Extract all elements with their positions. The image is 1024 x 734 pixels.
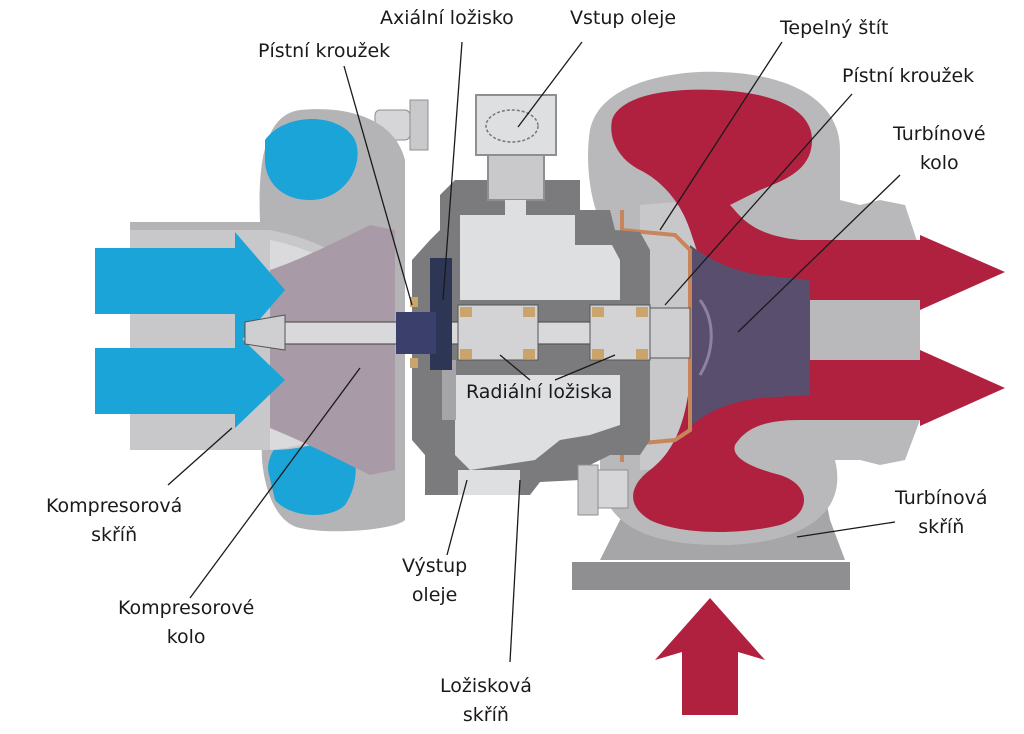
label-oil-outlet-line1: Výstup (402, 555, 468, 577)
label-compressor-wheel: Kompresorové kolo (118, 594, 254, 652)
label-compressor-housing-line2: skříň (91, 524, 138, 546)
label-piston-ring-left: Pístní kroužek (258, 40, 391, 62)
label-piston-ring-right: Pístní kroužek (842, 65, 975, 87)
label-compressor-wheel-line1: Kompresorové (118, 597, 255, 619)
label-turbine-wheel: Turbínové kolo (893, 120, 986, 178)
label-oil-outlet: Výstup oleje (402, 552, 467, 610)
label-bearing-housing-line2: skříň (462, 704, 509, 726)
label-turbine-housing-line1: Turbínová (895, 487, 988, 509)
shaft-assembly (244, 258, 691, 370)
label-compressor-housing-line1: Kompresorová (46, 495, 183, 517)
intake-air-flow (95, 232, 285, 428)
label-compressor-wheel-line2: kolo (166, 626, 206, 648)
label-bearing-housing-line1: Ložisková (440, 675, 532, 697)
turbine-wheel-shape (690, 245, 810, 425)
leader-lines (167, 41, 901, 663)
label-axial-bearing: Axiální ložisko (380, 7, 514, 29)
label-oil-inlet: Vstup oleje (570, 7, 677, 29)
label-radial-bearings: Radiální ložiska (466, 381, 613, 403)
label-heat-shield: Tepelný štít (780, 17, 889, 39)
label-turbine-wheel-line1: Turbínové (893, 123, 986, 145)
label-turbine-housing-line2: skříň (918, 516, 965, 538)
compressor-wheel-shape (270, 225, 395, 475)
label-turbine-wheel-line2: kolo (919, 152, 959, 174)
label-turbine-housing: Turbínová skříň (895, 484, 987, 542)
label-bearing-housing: Ložisková skříň (440, 672, 532, 730)
label-compressor-housing: Kompresorová skříň (46, 492, 182, 550)
label-oil-outlet-line2: oleje (411, 584, 458, 606)
